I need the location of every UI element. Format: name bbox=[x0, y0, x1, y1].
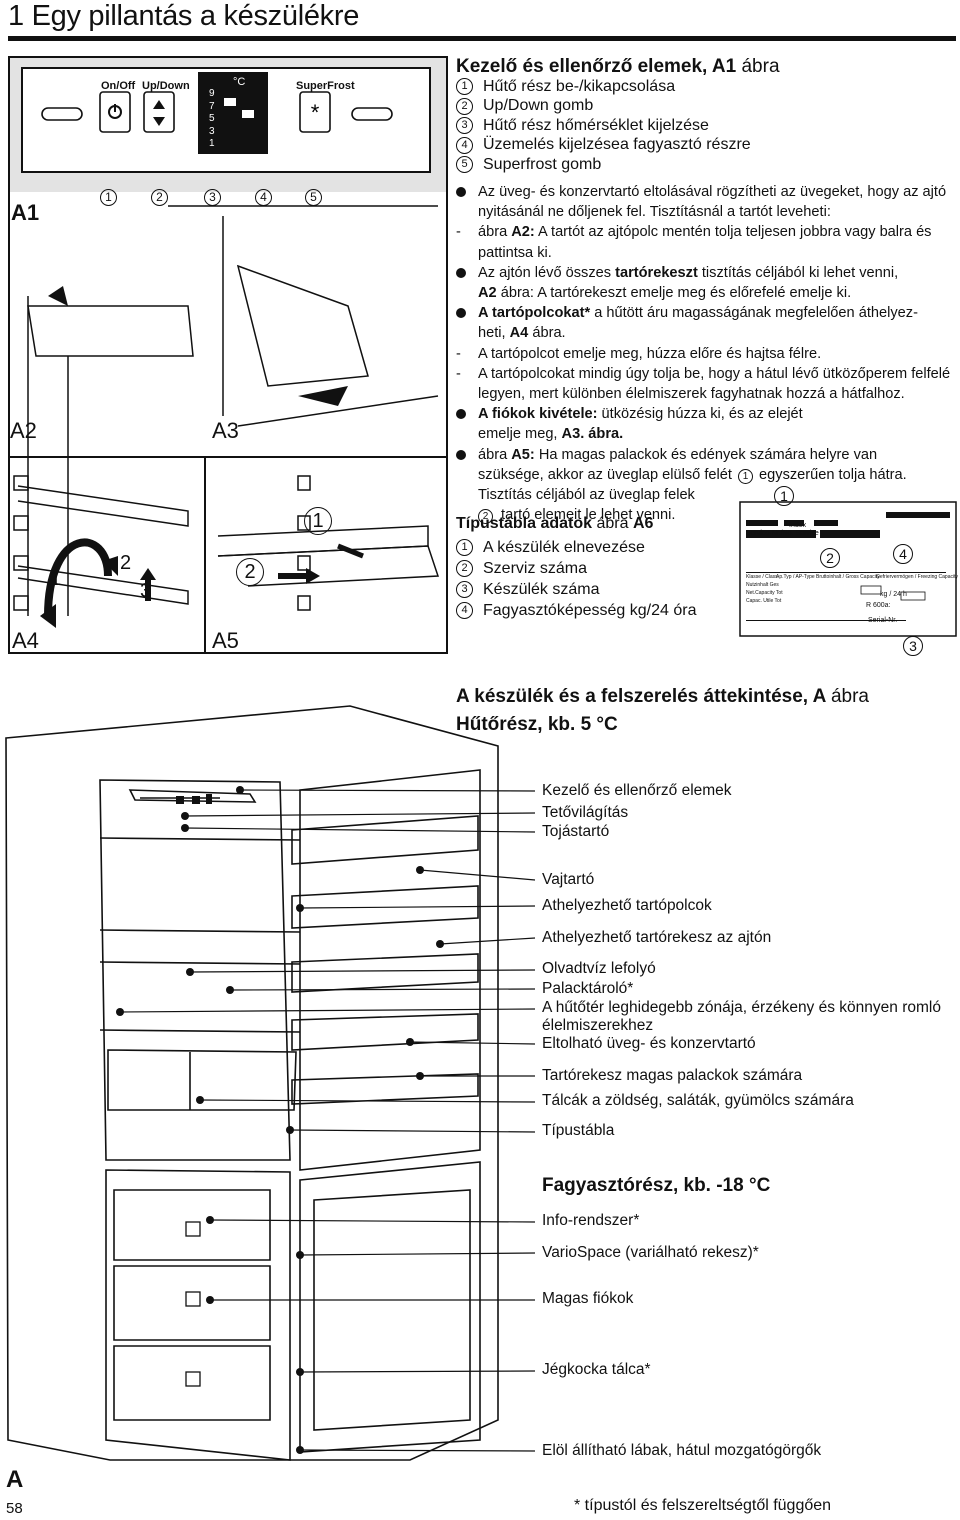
svg-text:Gefriervermögen / Freezing Cap: Gefriervermögen / Freezing Capacity bbox=[876, 574, 958, 580]
on-off-label: On/Off bbox=[101, 80, 136, 92]
title-rule bbox=[8, 36, 956, 41]
figure-label-a4: A4 bbox=[12, 628, 39, 653]
label-info-system: Info-rendszer* bbox=[542, 1212, 640, 1229]
up-down-label: Up/Down bbox=[142, 80, 190, 92]
a4-step-2: 2 bbox=[120, 552, 132, 574]
label-bottle-rack: Palacktároló* bbox=[542, 980, 634, 997]
bullet-item: A tartópolcokat* a hűtött áru magasságán… bbox=[456, 303, 956, 343]
svg-text:Ap.Typ / AP-Type: Ap.Typ / AP-Type bbox=[776, 574, 815, 580]
label-door-rack: Athelyezhető tartórekesz az ajtón bbox=[542, 929, 772, 946]
label-top-light: Tetővilágítás bbox=[542, 804, 629, 821]
label-butter-holder: Vajtartó bbox=[542, 871, 595, 888]
bullet-item: Az ajtón lévő összes tartórekeszt tisztí… bbox=[456, 263, 956, 303]
bullet-item: ábra A5: Ha magas palackok és edények sz… bbox=[456, 445, 956, 526]
controls-heading: Kezelő és ellenőrző elemek, A1 ábra bbox=[456, 56, 780, 77]
label-ice-tray: Jégkocka tálca* bbox=[542, 1361, 651, 1378]
plate-index: Index bbox=[789, 522, 807, 529]
bullet-item: Az üveg- és konzervtartó eltolásával rög… bbox=[456, 182, 956, 222]
a5-callout-1: 1 bbox=[304, 507, 332, 535]
label-type-plate: Típustábla bbox=[542, 1122, 615, 1139]
label-feet: Elöl állítható lábak, hátul mozgatógörgő… bbox=[542, 1442, 822, 1459]
label-tall-rack: Tartórekesz magas palackok számára bbox=[542, 1067, 803, 1084]
figure-label-a2: A2 bbox=[10, 418, 37, 443]
bullet-item: A fiókok kivétele: ütközésig húzza ki, é… bbox=[456, 404, 956, 444]
svg-text:Klasse / Class: Klasse / Class bbox=[746, 574, 778, 580]
label-crisper: Tálcák a zöldség, saláták, gyümölcs szám… bbox=[542, 1092, 854, 1109]
figure-label-a5: A5 bbox=[212, 628, 239, 653]
a5-callout-2: 2 bbox=[236, 558, 264, 586]
plate-callout-1: 1 bbox=[774, 486, 794, 506]
instructions: Az üveg- és konzervtartó eltolásával rög… bbox=[456, 182, 956, 525]
plate-callout-2: 2 bbox=[820, 548, 840, 568]
plate-serial-nr: Serial-Nr. bbox=[868, 617, 898, 624]
plate-kg: kg / 24 h bbox=[880, 591, 907, 598]
dash-item: -A tartópolcokat mindig úgy tolja be, ho… bbox=[456, 365, 951, 403]
label-shelves: Athelyezhető tartópolcok bbox=[542, 897, 712, 914]
a4-step-3: 1 bbox=[50, 568, 62, 590]
dash-item: -A tartópolcot emelje meg, húzza előre é… bbox=[456, 345, 822, 362]
a4-step-1: 3 bbox=[140, 580, 152, 602]
fridge-heading: Hűtőrész, kb. 5 °C bbox=[456, 714, 618, 735]
plate-callout-4: 4 bbox=[893, 544, 913, 564]
label-controls: Kezelő és ellenőrző elemek bbox=[542, 782, 732, 799]
figure-label-a3: A3 bbox=[212, 418, 239, 443]
svg-text:Net.Capacity Tot: Net.Capacity Tot bbox=[746, 590, 783, 596]
figure-label-a: A bbox=[6, 1466, 24, 1493]
dash-item: -ábra A2: A tartót az ajtópolc mentén to… bbox=[456, 224, 932, 261]
overview-heading: A készülék és a felszerelés áttekintése,… bbox=[456, 686, 869, 707]
label-bottle-holder: Eltolható üveg- és konzervtartó bbox=[542, 1035, 756, 1052]
figure-label-a1: A1 bbox=[11, 200, 40, 225]
plate-callout-3: 3 bbox=[903, 636, 923, 656]
svg-text:*: * bbox=[311, 100, 320, 125]
label-tall-drawers: Magas fiókok bbox=[542, 1290, 634, 1307]
typeplate-heading: Típustábla adatok ábra A6 bbox=[456, 515, 654, 532]
figure-a1-a5-illustration: * bbox=[10, 58, 446, 654]
label-coldest-zone: A hűtőtér leghidegebb zónája, érzékeny é… bbox=[542, 999, 941, 1034]
label-egg-holder: Tojástartó bbox=[542, 823, 610, 840]
svg-text:Nutzinhalt Ges: Nutzinhalt Ges bbox=[746, 582, 779, 588]
freezer-heading: Fagyasztórész, kb. -18 °C bbox=[542, 1175, 771, 1196]
plate-service-nr: Service-Nr./No. Service bbox=[746, 530, 819, 537]
label-drain: Olvadtvíz lefolyó bbox=[542, 960, 656, 977]
page-title: 1 Egy pillantás a készülékre bbox=[8, 0, 360, 32]
svg-text:Bruttoinhalt / Gross Capacity: Bruttoinhalt / Gross Capacity bbox=[816, 574, 880, 580]
superfrost-label: SuperFrost bbox=[296, 80, 355, 92]
plate-r600a: R 600a: bbox=[866, 602, 891, 609]
label-variospace: VarioSpace (variálható rekesz)* bbox=[542, 1244, 759, 1261]
footnote: * típustól és felszereltségtől függően bbox=[574, 1497, 832, 1514]
fridge-illustration bbox=[5, 705, 536, 1461]
figure-box-a1-a5 bbox=[8, 56, 448, 654]
display-unit: °C bbox=[233, 76, 246, 88]
page-number: 58 bbox=[6, 1500, 23, 1517]
svg-text:Capac. Utile Tot: Capac. Utile Tot bbox=[746, 598, 782, 604]
